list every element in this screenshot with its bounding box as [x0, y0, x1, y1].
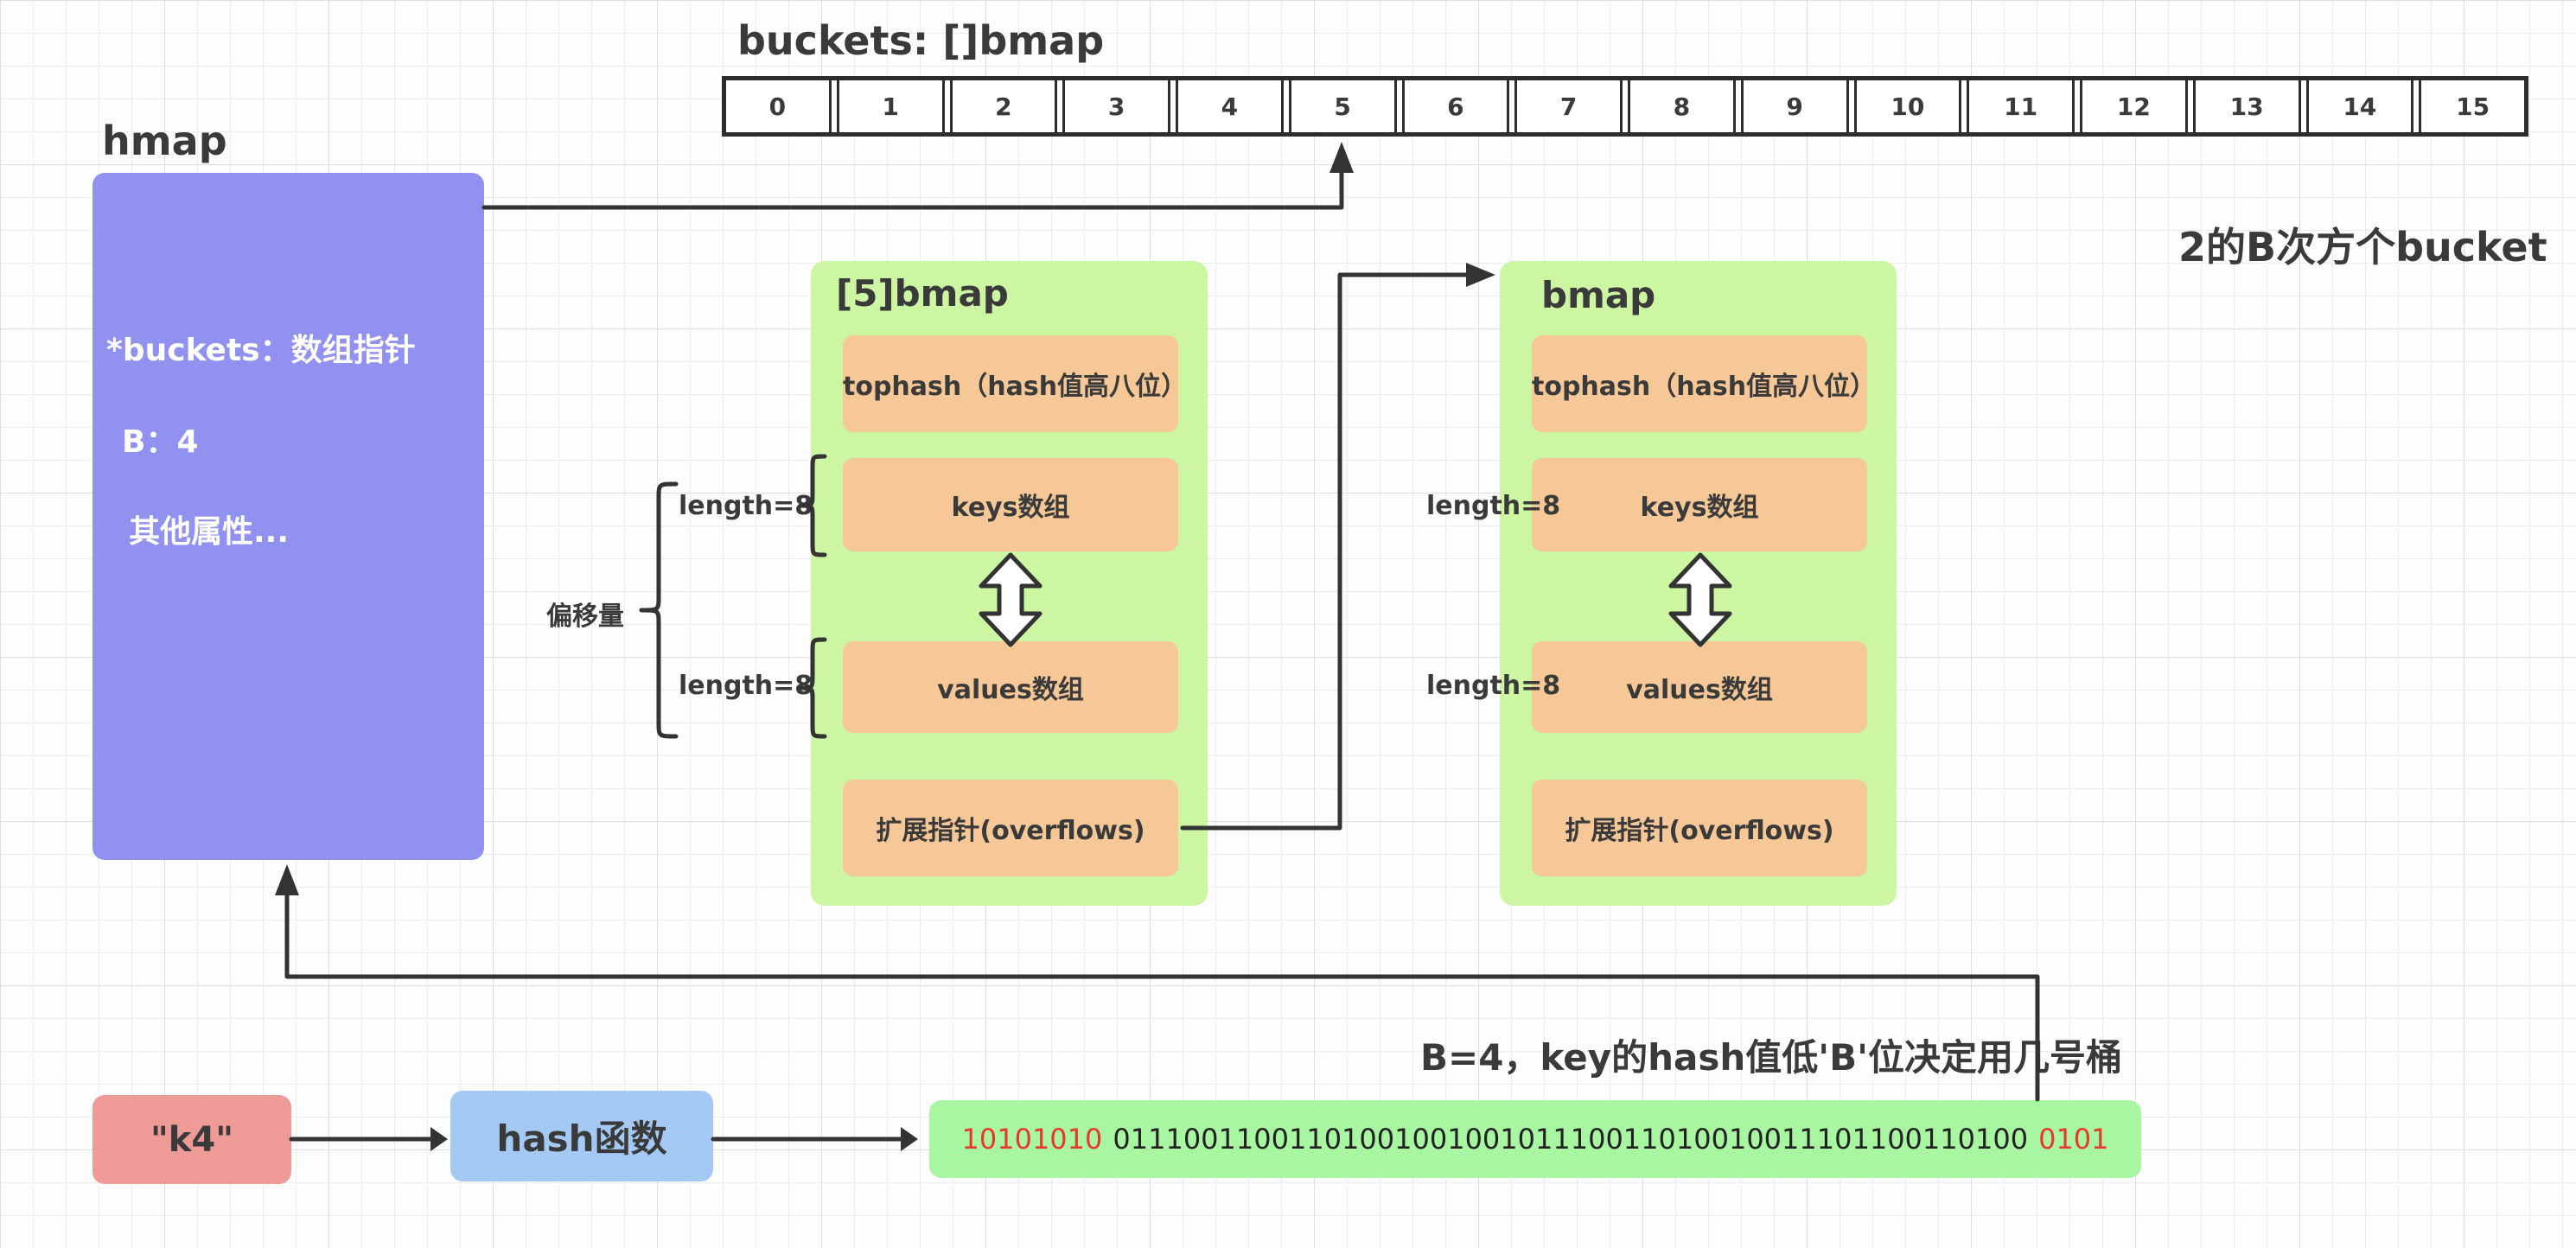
- hash-bits-box: 10101010 0111001100110100100100101110011…: [929, 1100, 2141, 1178]
- bucket5-row-tophash: tophash（hash值高八位）: [843, 335, 1187, 432]
- arrow-overflow-to-bmap: [1180, 263, 1495, 831]
- offset-brace: [639, 481, 679, 739]
- hmap-field-buckets: *buckets：数组指针: [106, 333, 416, 368]
- bucket-cell-1: 1: [836, 80, 945, 132]
- bucket-cell-2: 2: [949, 80, 1058, 132]
- length-label-values-right: length=8: [1426, 671, 1561, 701]
- bucket-cell-3: 3: [1062, 80, 1170, 132]
- arrow-hash-to-bits: [711, 1127, 918, 1151]
- hmap-field-b: B：4: [122, 424, 199, 460]
- buckets-array-title: buckets: []bmap: [737, 17, 1105, 64]
- bucket-cell-15: 15: [2419, 80, 2524, 132]
- hmap-label: hmap: [102, 118, 227, 164]
- overflow-row-values: values数组: [1532, 641, 1867, 733]
- key-box: "k4": [92, 1095, 291, 1184]
- hash-high-bits: 10101010: [961, 1123, 1103, 1156]
- bucket5-row-overflow: 扩展指针(overflows): [843, 780, 1178, 876]
- bucket5-row-values: values数组: [843, 641, 1178, 733]
- overflow-row-tophash: tophash（hash值高八位）: [1532, 335, 1876, 432]
- bucket-cell-8: 8: [1628, 80, 1736, 132]
- bucket-cell-7: 7: [1514, 80, 1623, 132]
- bucket-cell-13: 13: [2192, 80, 2301, 132]
- bucket-cell-6: 6: [1401, 80, 1510, 132]
- offset-label: 偏移量: [546, 602, 624, 632]
- overflow-row-overflow: 扩展指针(overflows): [1532, 780, 1867, 876]
- overflow-bmap-box: bmap tophash（hash值高八位） keys数组 values数组 扩…: [1500, 261, 1897, 906]
- hmap-field-other: 其他属性...: [129, 514, 290, 550]
- bucket-cell-14: 14: [2305, 80, 2414, 132]
- arrow-hmap-to-bucket5: [481, 142, 1354, 210]
- bucket-cell-11: 11: [1967, 80, 2075, 132]
- bucket5-title: [5]bmap: [836, 272, 1009, 315]
- bucket-array: 0 1 2 3 4 5 6 7 8 9 10 11 12 13 14 15: [722, 76, 2528, 137]
- hash-low-bits: 0101: [2038, 1123, 2109, 1156]
- hash-middle-bits: 0111001100110100100100101110011010010011…: [1113, 1123, 2029, 1156]
- length-label-keys-right: length=8: [1426, 491, 1561, 521]
- arrow-key-to-hash: [289, 1127, 448, 1151]
- overflow-bmap-title: bmap: [1541, 274, 1656, 316]
- bucket-cell-0: 0: [726, 80, 832, 132]
- overflow-row-keys: keys数组: [1532, 458, 1867, 551]
- bucket-cell-10: 10: [1853, 80, 1962, 132]
- low-bits-note: B=4，key的hash值低'B'位决定用几号桶: [1420, 1036, 2122, 1079]
- bucket-cell-12: 12: [2080, 80, 2188, 132]
- bucket5-box: [5]bmap tophash（hash值高八位） keys数组 values数…: [811, 261, 1208, 906]
- bucket-cell-5: 5: [1288, 80, 1397, 132]
- length-label-values-left: length=8: [679, 671, 813, 701]
- bucket-cell-9: 9: [1740, 80, 1849, 132]
- hmap-box: *buckets：数组指针 B：4 其他属性...: [92, 173, 484, 860]
- bucket-count-note: 2的B次方个bucket: [2178, 224, 2547, 271]
- bucket-cell-4: 4: [1176, 80, 1284, 132]
- hash-function-box: hash函数: [450, 1091, 713, 1181]
- bucket5-row-keys: keys数组: [843, 458, 1178, 551]
- length-label-keys-left: length=8: [679, 491, 813, 521]
